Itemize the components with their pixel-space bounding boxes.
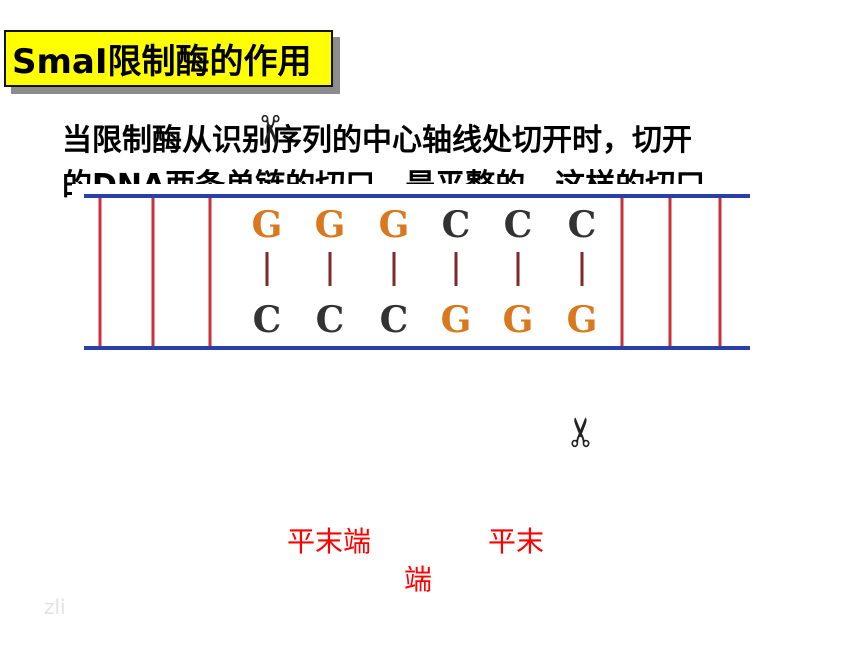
watermark: zli <box>44 595 66 619</box>
top-base-1: G <box>315 204 346 246</box>
bottom-base-3: G <box>441 299 472 341</box>
blunt-end-label-right: 平末 <box>488 525 545 558</box>
top-base-3: C <box>442 204 471 246</box>
scissors-bottom-icon: ✂ <box>558 415 605 449</box>
top-base-4: C <box>504 204 533 246</box>
bottom-base-2: C <box>380 299 409 341</box>
bottom-base-5: G <box>567 299 598 341</box>
scissors-top-icon: ✂ <box>245 113 292 147</box>
blunt-end-label-left: 平末端 <box>287 525 372 558</box>
slide-title: SmaI限制酶的作用 <box>4 30 333 87</box>
bottom-base-0: C <box>253 299 282 341</box>
bottom-base-4: G <box>503 299 534 341</box>
top-base-2: G <box>379 204 410 246</box>
description-line-1: 当限制酶从识别序列的中心轴线处切开时，切开 <box>62 123 692 158</box>
top-base-0: G <box>252 204 283 246</box>
blunt-end-label-right-wrap: 端 <box>404 563 433 596</box>
bottom-base-1: C <box>316 299 345 341</box>
top-base-5: C <box>568 204 597 246</box>
